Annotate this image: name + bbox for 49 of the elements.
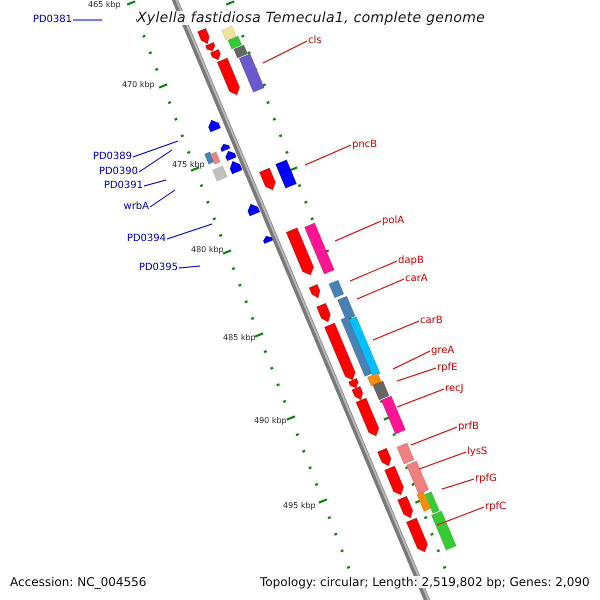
- gene-label: rpfC: [485, 502, 506, 512]
- gene-label: prfB: [458, 422, 479, 432]
- leader-line: [442, 478, 474, 490]
- leader-line: [132, 140, 178, 158]
- gene-label: wrbA: [124, 202, 149, 212]
- tick-label: 465 kbp: [88, 1, 121, 9]
- leader-line: [304, 144, 352, 166]
- title: Xylella fastidiosa Temecula1, complete genome: [137, 11, 486, 25]
- leader-line: [350, 260, 398, 282]
- leader-line: [436, 506, 484, 526]
- leader-line: [334, 220, 382, 242]
- leader-line: [396, 388, 444, 408]
- leader-line: [262, 40, 308, 64]
- gene-label: lysS: [467, 447, 488, 457]
- gene-label: pncB: [352, 140, 378, 150]
- gene-label: recJ: [445, 384, 464, 394]
- leader-line: [418, 452, 466, 470]
- leader-line: [372, 320, 420, 340]
- gene-label: PD0391: [104, 181, 143, 191]
- leader-line: [410, 426, 458, 446]
- leader-line: [166, 224, 212, 240]
- gene-label: rpfG: [475, 474, 497, 484]
- gene-label: rpfE: [437, 363, 458, 373]
- leader-line: [138, 150, 172, 172]
- gene-label: dapB: [398, 256, 424, 266]
- gene-label: cls: [308, 36, 322, 46]
- gene-label: PD0381: [32, 15, 72, 25]
- leader-line: [392, 350, 430, 370]
- leader-line: [356, 278, 404, 300]
- gene-label: carB: [420, 316, 443, 326]
- footer-text: Topology: circular; Length: 2,519,802 bp; Genes: 2,090: [260, 576, 590, 588]
- tick-label: 475 kbp: [172, 161, 205, 169]
- tick-label: 490 kbp: [254, 417, 287, 425]
- gene-label: PD0394: [126, 234, 166, 244]
- leader-line: [144, 180, 166, 186]
- tick-label: 480 kbp: [191, 246, 224, 254]
- leader-line: [150, 190, 176, 208]
- gene-label: carA: [405, 274, 428, 284]
- tick-label: 470 kbp: [122, 81, 155, 89]
- gene-label: PD0395: [138, 263, 178, 273]
- tick-label: 485 kbp: [223, 334, 256, 342]
- leader-line: [178, 266, 200, 268]
- gene-label: PD0389: [92, 152, 132, 162]
- footer-text: Accession: NC_004556: [10, 576, 146, 588]
- leader-line: [396, 368, 436, 382]
- gene-label: PD0390: [98, 167, 138, 177]
- tick-label: 495 kbp: [283, 502, 316, 510]
- gene-label: polA: [382, 216, 404, 226]
- gene-label: greA: [431, 346, 454, 356]
